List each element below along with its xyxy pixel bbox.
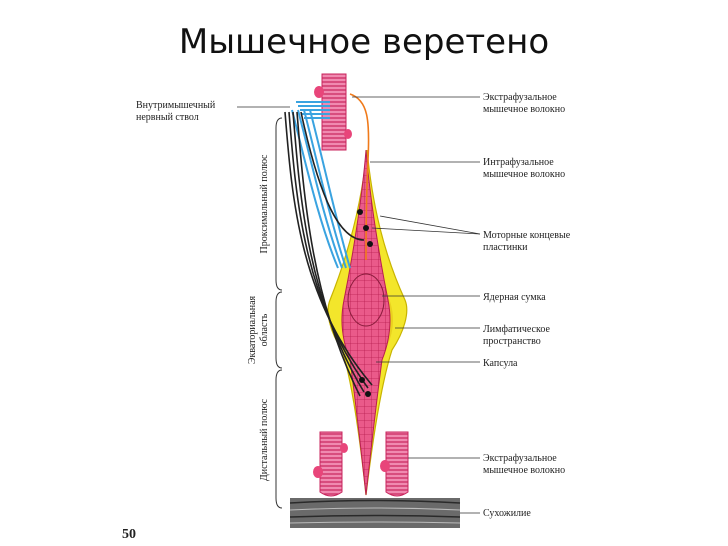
- motor-end-plates: [357, 209, 373, 397]
- label-motor-plates-2: пластинки: [483, 242, 528, 253]
- region-brackets: [275, 117, 283, 509]
- tendon-shape: [289, 498, 461, 528]
- intrafusal-fiber: [341, 149, 391, 496]
- label-extrafusal-top-2: мышечное волокно: [483, 104, 565, 115]
- orange-nerve-fiber: [349, 93, 370, 261]
- label-lymph-1: Лимфатическое: [483, 324, 550, 335]
- label-nerve-trunk-1: Внутримышечный: [136, 100, 216, 111]
- extrafusal-fiber-bottom-left: [313, 431, 348, 497]
- region-distal-pole: Дистальный полюс: [259, 398, 270, 481]
- extrafusal-fiber-bottom-right: [380, 431, 409, 497]
- black-nerve-fibers: [284, 111, 373, 397]
- label-extrafusal-bottom-1: Экстрафузальное: [483, 453, 557, 464]
- label-intrafusal-2: мышечное волокно: [483, 169, 565, 180]
- label-extrafusal-top-1: Экстрафузальное: [483, 92, 557, 103]
- region-equatorial-1: Экваториальная: [247, 295, 258, 364]
- page-number: 50: [122, 527, 136, 542]
- region-equatorial-2: область: [259, 313, 270, 346]
- nuclear-bag: [347, 273, 385, 327]
- label-nuclear-bag: Ядерная сумка: [483, 292, 546, 303]
- region-proximal-pole: Проксимальный полюс: [259, 154, 270, 254]
- label-extrafusal-bottom-2: мышечное волокно: [483, 465, 565, 476]
- label-tendon: Сухожилие: [483, 508, 531, 519]
- label-capsule: Капсула: [483, 358, 518, 369]
- pointer-lines: [237, 96, 481, 514]
- page-title: Мышечное веретено: [178, 22, 550, 62]
- label-motor-plates-1: Моторные концевые: [483, 230, 571, 241]
- label-intrafusal-1: Интрафузальное: [483, 157, 554, 168]
- extrafusal-fiber-top: [314, 73, 352, 151]
- label-lymph-2: пространство: [483, 336, 541, 347]
- label-nerve-trunk-2: нервный ствол: [136, 112, 199, 123]
- blue-nerve-fibers: [291, 101, 351, 269]
